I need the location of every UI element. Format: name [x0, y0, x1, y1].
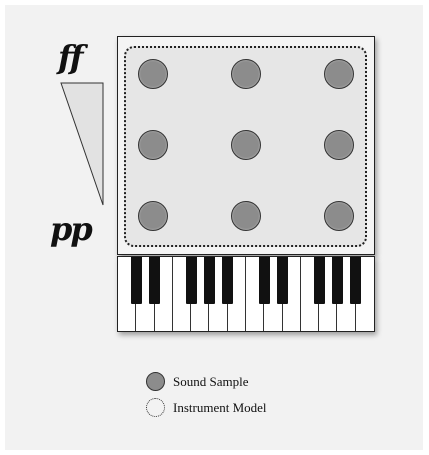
black-key [332, 257, 343, 304]
black-key [314, 257, 325, 304]
sound-sample-dot [138, 201, 168, 231]
sound-sample-dot [324, 201, 354, 231]
sound-sample-icon [146, 372, 165, 391]
dynamic-pp-label: pp [50, 210, 91, 248]
black-key [222, 257, 233, 304]
legend-instrument-model: Instrument Model [146, 398, 267, 417]
sound-sample-dot [324, 130, 354, 160]
velocity-wedge-shape [61, 83, 103, 205]
instrument-model-icon [146, 398, 165, 417]
sound-sample-dot [231, 201, 261, 231]
legend-sound-sample-label: Sound Sample [173, 374, 248, 390]
dynamic-ff-label: ff [58, 38, 82, 76]
black-key [350, 257, 361, 304]
velocity-wedge [56, 80, 108, 210]
black-key [186, 257, 197, 304]
sound-sample-dot [138, 130, 168, 160]
sound-sample-dot [324, 59, 354, 89]
black-key [131, 257, 142, 304]
sample-panel [117, 36, 375, 255]
legend-instrument-model-label: Instrument Model [173, 400, 267, 416]
black-key [204, 257, 215, 304]
black-key [149, 257, 160, 304]
sound-sample-dot [138, 59, 168, 89]
black-key [259, 257, 270, 304]
legend-sound-sample: Sound Sample [146, 372, 248, 391]
sound-sample-dot [231, 59, 261, 89]
piano-keyboard [117, 256, 375, 332]
sound-sample-dot [231, 130, 261, 160]
black-key [277, 257, 288, 304]
